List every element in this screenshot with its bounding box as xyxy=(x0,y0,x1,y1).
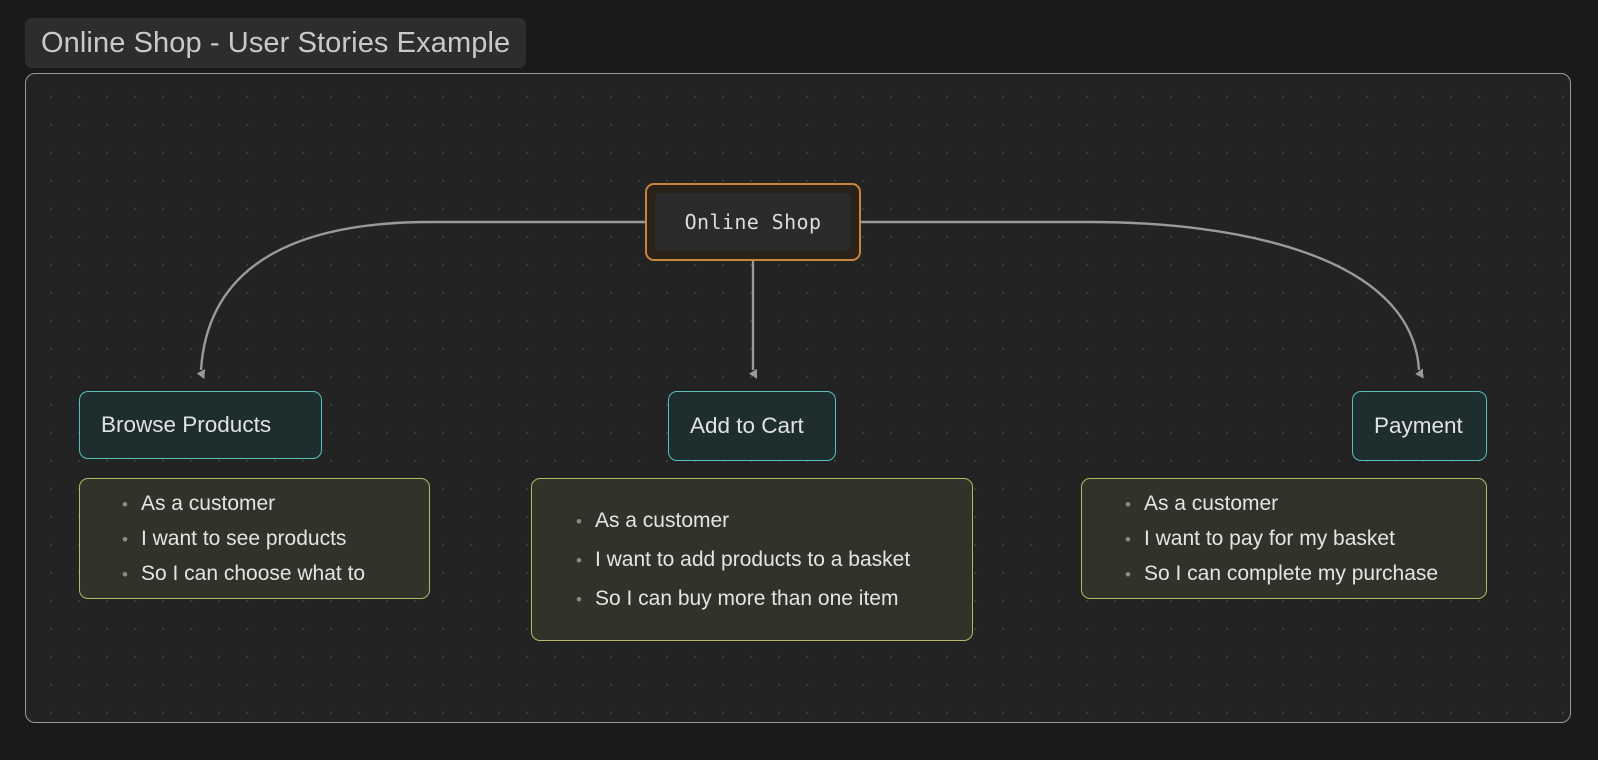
node-add-to-cart-label: Add to Cart xyxy=(690,413,804,438)
list-item: • As a customer xyxy=(122,492,429,516)
bullet-icon: • xyxy=(1125,564,1131,584)
list-item-text: I want to see products xyxy=(140,526,347,550)
note-browse-products-list: • As a customer • I want to see products… xyxy=(122,481,429,597)
node-online-shop[interactable]: Online Shop xyxy=(645,183,861,261)
list-item: • I want to see products xyxy=(122,527,429,551)
list-item-text: I want to pay for my basket xyxy=(1143,526,1395,550)
list-item: • So I can choose what to xyxy=(122,562,429,586)
node-online-shop-label: Online Shop xyxy=(684,210,822,234)
bullet-icon: • xyxy=(576,511,582,531)
bullet-icon: • xyxy=(122,529,128,549)
bullet-icon: • xyxy=(576,589,582,609)
diagram-title: Online Shop - User Stories Example xyxy=(25,18,527,68)
note-browse-products[interactable]: • As a customer • I want to see products… xyxy=(79,478,430,599)
node-online-shop-inner-fill xyxy=(655,193,851,251)
node-add-to-cart[interactable]: Add to Cart xyxy=(668,391,836,461)
list-item: • So I can buy more than one item xyxy=(576,587,972,611)
bullet-icon: • xyxy=(576,550,582,570)
list-item-text: So I can buy more than one item xyxy=(594,586,899,610)
node-payment[interactable]: Payment xyxy=(1352,391,1487,461)
list-item: • As a customer xyxy=(576,509,972,533)
list-item-text: As a customer xyxy=(594,508,730,532)
node-browse-products[interactable]: Browse Products xyxy=(79,391,322,459)
note-payment[interactable]: • As a customer • I want to pay for my b… xyxy=(1081,478,1487,599)
bullet-icon: • xyxy=(1125,494,1131,514)
list-item: • As a customer xyxy=(1125,492,1486,516)
note-add-to-cart[interactable]: • As a customer • I want to add products… xyxy=(531,478,973,641)
list-item-text: As a customer xyxy=(1143,491,1279,515)
note-add-to-cart-list: • As a customer • I want to add products… xyxy=(576,494,972,626)
node-browse-products-label: Browse Products xyxy=(101,412,272,437)
list-item: • So I can complete my purchase xyxy=(1125,562,1486,586)
list-item-text: So I can choose what to xyxy=(140,561,366,585)
bullet-icon: • xyxy=(122,564,128,584)
list-item-text: As a customer xyxy=(140,491,276,515)
bullet-icon: • xyxy=(1125,529,1131,549)
list-item: • I want to add products to a basket xyxy=(576,548,972,572)
list-item-text: I want to add products to a basket xyxy=(594,547,911,571)
list-item: • I want to pay for my basket xyxy=(1125,527,1486,551)
node-payment-label: Payment xyxy=(1374,413,1463,438)
bullet-icon: • xyxy=(122,494,128,514)
note-payment-list: • As a customer • I want to pay for my b… xyxy=(1125,481,1486,597)
list-item-text: So I can complete my purchase xyxy=(1143,561,1439,585)
